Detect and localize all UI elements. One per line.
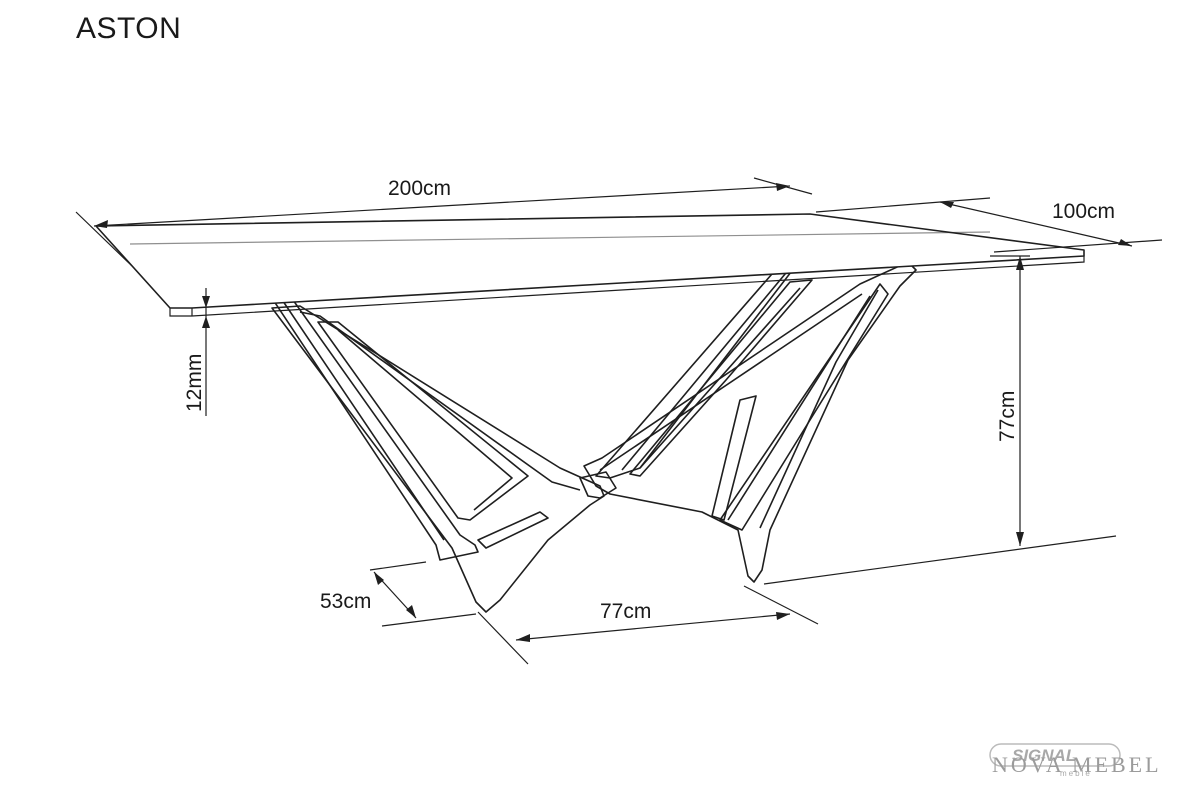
length-label: 200cm	[388, 177, 451, 200]
depth-label: 100cm	[1052, 200, 1115, 223]
meble-logo-text: meble	[1060, 769, 1092, 778]
back-left-leg	[251, 261, 479, 561]
product-title: ASTON	[76, 12, 182, 45]
brand-watermark: SIGNAL NOVA MEBEL meble	[989, 743, 1162, 778]
front-right-leg	[583, 261, 917, 583]
glass-table-top	[95, 213, 1085, 317]
nova-mebel-logo-text: NOVA MEBEL	[992, 752, 1162, 777]
height-label: 77cm	[996, 391, 1019, 442]
glass-top	[95, 213, 1085, 309]
dimension-glass-thickness: 12mm	[183, 288, 210, 416]
base-depth-label: 53cm	[320, 590, 371, 613]
dimension-depth: 100cm	[815, 197, 1163, 253]
dimension-height: 77cm	[763, 255, 1117, 585]
front-left-leg	[271, 305, 605, 613]
signal-logo-text: SIGNAL	[1012, 746, 1076, 765]
dimension-base-width: 77cm	[477, 585, 819, 665]
glass-thickness-label: 12mm	[183, 354, 206, 412]
base-width-label: 77cm	[600, 600, 651, 623]
dimension-base-depth: 53cm	[320, 561, 477, 627]
dimension-length: 200cm	[75, 177, 813, 267]
